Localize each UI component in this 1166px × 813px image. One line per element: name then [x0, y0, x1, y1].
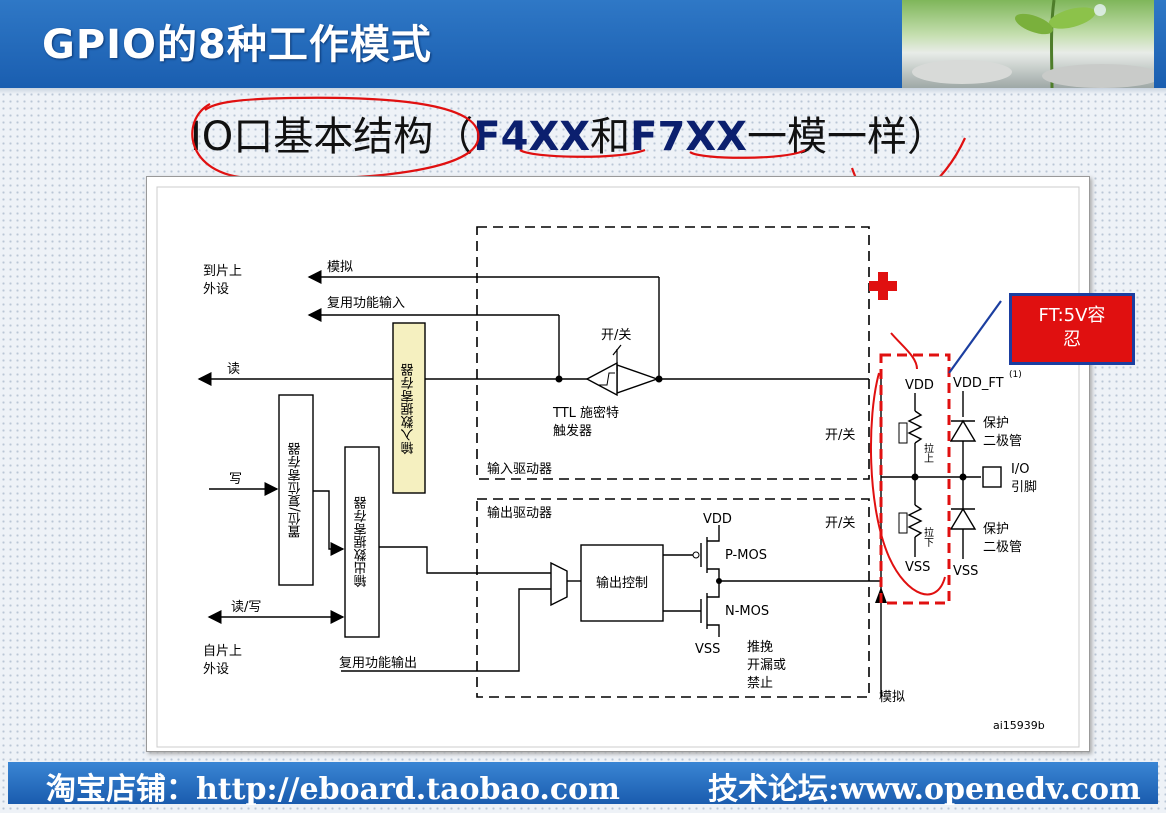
output-control-block [580, 544, 664, 622]
output-data-register [344, 446, 380, 638]
label-peripheral-bottom: 外设 [203, 662, 229, 677]
label-pin: 引脚 [1011, 479, 1037, 495]
label-alt-input: 复用功能输入 [327, 295, 405, 311]
label-pmos: P-MOS [725, 548, 767, 563]
label-analog: 模拟 [327, 260, 353, 275]
label-io: I/O [1011, 462, 1029, 477]
schmitt-trigger-icon [616, 364, 660, 394]
subtitle-f4: F4XX [473, 114, 591, 160]
label-vss-nmos: VSS [695, 642, 720, 657]
subtitle-part2: 一模一样） [746, 114, 947, 160]
label-input-data-reg: 输入数据寄存器 [401, 362, 417, 455]
label-diode-bottom: 二极管 [983, 540, 1022, 555]
slide-title: GPIO的8种工作模式 [42, 22, 432, 68]
label-ttl-2: 触发器 [553, 423, 592, 439]
label-pull-up: 拉上 [922, 442, 934, 463]
subtitle-part1: IO口基本结构（ [190, 114, 474, 160]
slide-subtitle: IO口基本结构（F4XX和F7XX一模一样） [190, 104, 947, 162]
subtitle-f7: F7XX [630, 114, 747, 160]
label-read-write: 读/写 [231, 600, 261, 615]
slide-header: GPIO的8种工作模式 [0, 0, 1166, 89]
label-note-mark: (1) [1009, 370, 1022, 380]
label-protect-top: 保护 [983, 416, 1009, 431]
label-output-driver: 输出驱动器 [487, 505, 552, 521]
header-shadow [0, 88, 1166, 94]
output-driver-box [476, 498, 870, 698]
subtitle-and: 和 [590, 114, 631, 160]
plus-icon [869, 272, 897, 300]
diode-upper-icon [949, 419, 977, 442]
label-bsrr: 置位/复位寄存器 [288, 441, 304, 538]
label-output-control: 输出控制 [596, 575, 648, 591]
diode-lower-icon [949, 507, 977, 530]
ft-line1: FT:5V容 [1038, 305, 1106, 326]
footer-shop-link[interactable]: 淘宝店铺：http://eboard.taobao.com [46, 772, 620, 807]
label-push-pull: 推挽 [747, 640, 773, 655]
ft-5v-tolerant-callout: FT:5V容 忍 [1009, 293, 1135, 365]
label-read: 读 [227, 362, 240, 377]
label-open-drain: 开漏或 [747, 657, 786, 673]
label-write: 写 [229, 472, 242, 487]
label-vss-diode: VSS [953, 564, 978, 579]
label-ttl-1: TTL 施密特 [552, 405, 619, 421]
label-vdd-pull: VDD [905, 378, 934, 393]
label-alt-output: 复用功能输出 [339, 655, 417, 671]
label-protect-bottom: 保护 [983, 522, 1009, 537]
plant-sprout-icon [912, 0, 1162, 89]
bit-set-reset-register [278, 394, 314, 586]
label-switch-input: 开/关 [601, 328, 631, 343]
gpio-structure-diagram: 到片上 外设 模拟 复用功能输入 读 写 读/写 自片上 外设 复用功能输出 输… [146, 176, 1090, 752]
label-peripheral-top: 外设 [203, 282, 229, 297]
label-odr: 输出数据寄存器 [354, 495, 370, 588]
label-input-driver: 输入驱动器 [487, 461, 552, 477]
label-vdd-ft: VDD_FT [953, 376, 1004, 391]
label-vdd-pmos: VDD [703, 512, 732, 527]
label-pull-down: 拉下 [922, 526, 934, 548]
input-driver-box [476, 226, 870, 480]
diagram-canvas: 到片上 外设 模拟 复用功能输入 读 写 读/写 自片上 外设 复用功能输出 输… [156, 186, 1080, 748]
label-from-onchip: 自片上 [203, 644, 242, 659]
slide-footer: 淘宝店铺：http://eboard.taobao.com 技术论坛:www.o… [8, 762, 1158, 807]
multiplexer-icon [550, 561, 568, 607]
ft-line2: 忍 [1063, 329, 1081, 350]
label-vss-pull: VSS [905, 560, 930, 575]
input-data-register [392, 322, 426, 494]
label-nmos: N-MOS [725, 604, 769, 619]
label-ref-code: ai15939b [993, 719, 1045, 732]
label-diode-top: 二极管 [983, 434, 1022, 449]
label-to-onchip: 到片上 [203, 264, 242, 279]
footer-forum-link[interactable]: 技术论坛:www.openedv.com [708, 772, 1141, 807]
label-switch-pulldown: 开/关 [825, 516, 855, 531]
header-photo [902, 0, 1162, 89]
label-disabled: 禁止 [747, 676, 773, 691]
label-switch-pullup: 开/关 [825, 428, 855, 443]
pull-resistor-highlight [879, 353, 951, 605]
io-pin-icon [982, 466, 1002, 488]
label-analog-bottom: 模拟 [879, 690, 905, 705]
